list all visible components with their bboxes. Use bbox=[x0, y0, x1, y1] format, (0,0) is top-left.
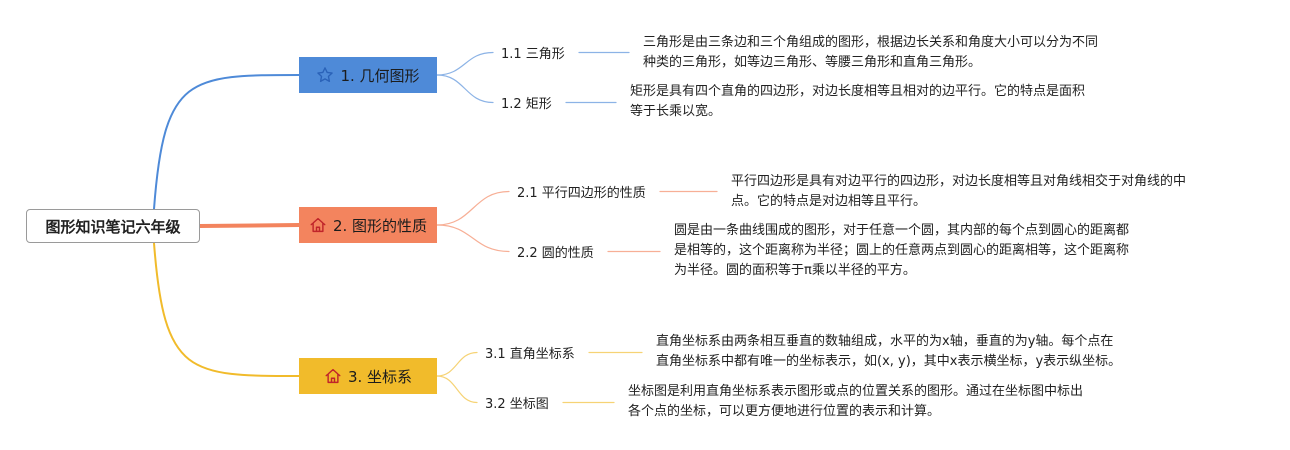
description-rectangle: 矩形是具有四个直角的四边形，对边长度相等且相对的边平行。它的特点是面积 等于长乘… bbox=[630, 84, 1086, 119]
description-cartesian: 直角坐标系由两条相互垂直的数轴组成，水平的为x轴，垂直的为y轴。每个点在 直角坐… bbox=[656, 334, 1122, 369]
root-title: 图形知识笔记六年级 bbox=[45, 217, 181, 236]
topic-title: 3. 坐标系 bbox=[347, 367, 413, 386]
root-topic-connector bbox=[153, 74, 300, 210]
topic-subtopic-connector bbox=[436, 224, 510, 253]
description-parallelogram: 平行四边形是具有对边平行的四边形，对边长度相等且对角线相交于对角线的中 点。它的… bbox=[731, 174, 1187, 209]
topic-subtopic-connector bbox=[436, 351, 478, 377]
topic-subtopic-connector bbox=[436, 51, 494, 76]
topic-title: 2. 图形的性质 bbox=[332, 216, 428, 235]
topic-subtopic-connector bbox=[436, 375, 478, 404]
subtopic-rectangle[interactable]: 1.2 矩形 bbox=[501, 97, 552, 112]
root-node[interactable]: 图形知识笔记六年级 bbox=[26, 209, 200, 243]
root-topic-connector bbox=[153, 242, 300, 377]
topic-subtopic-connector bbox=[436, 190, 510, 226]
subtopic-parallelogram-properties[interactable]: 2.1 平行四边形的性质 bbox=[517, 186, 646, 201]
house-icon bbox=[325, 368, 341, 384]
topic-subtopic-connector bbox=[436, 74, 494, 104]
topic-title: 1. 几何图形 bbox=[340, 66, 420, 85]
subtopic-cartesian-coordinates[interactable]: 3.1 直角坐标系 bbox=[485, 347, 575, 362]
topic-shape-properties[interactable]: 2. 图形的性质 bbox=[299, 207, 437, 243]
topic-geometry-shapes[interactable]: 1. 几何图形 bbox=[299, 57, 437, 93]
description-coordinate-graph: 坐标图是利用直角坐标系表示图形或点的位置关系的图形。通过在坐标图中标出 各个点的… bbox=[628, 384, 1084, 419]
description-circle: 圆是由一条曲线围成的图形，对于任意一个圆，其内部的每个点到圆心的距离都 是相等的… bbox=[674, 223, 1130, 278]
star-icon bbox=[317, 67, 334, 83]
root-topic-connector bbox=[198, 223, 301, 228]
house-icon bbox=[310, 217, 326, 233]
subtopic-coordinate-graph[interactable]: 3.2 坐标图 bbox=[485, 397, 549, 412]
description-triangle: 三角形是由三条边和三个角组成的图形，根据边长关系和角度大小可以分为不同 种类的三… bbox=[643, 35, 1099, 70]
subtopic-triangle[interactable]: 1.1 三角形 bbox=[501, 47, 565, 62]
topic-coordinate-system[interactable]: 3. 坐标系 bbox=[299, 358, 437, 394]
subtopic-circle-properties[interactable]: 2.2 圆的性质 bbox=[517, 246, 594, 261]
